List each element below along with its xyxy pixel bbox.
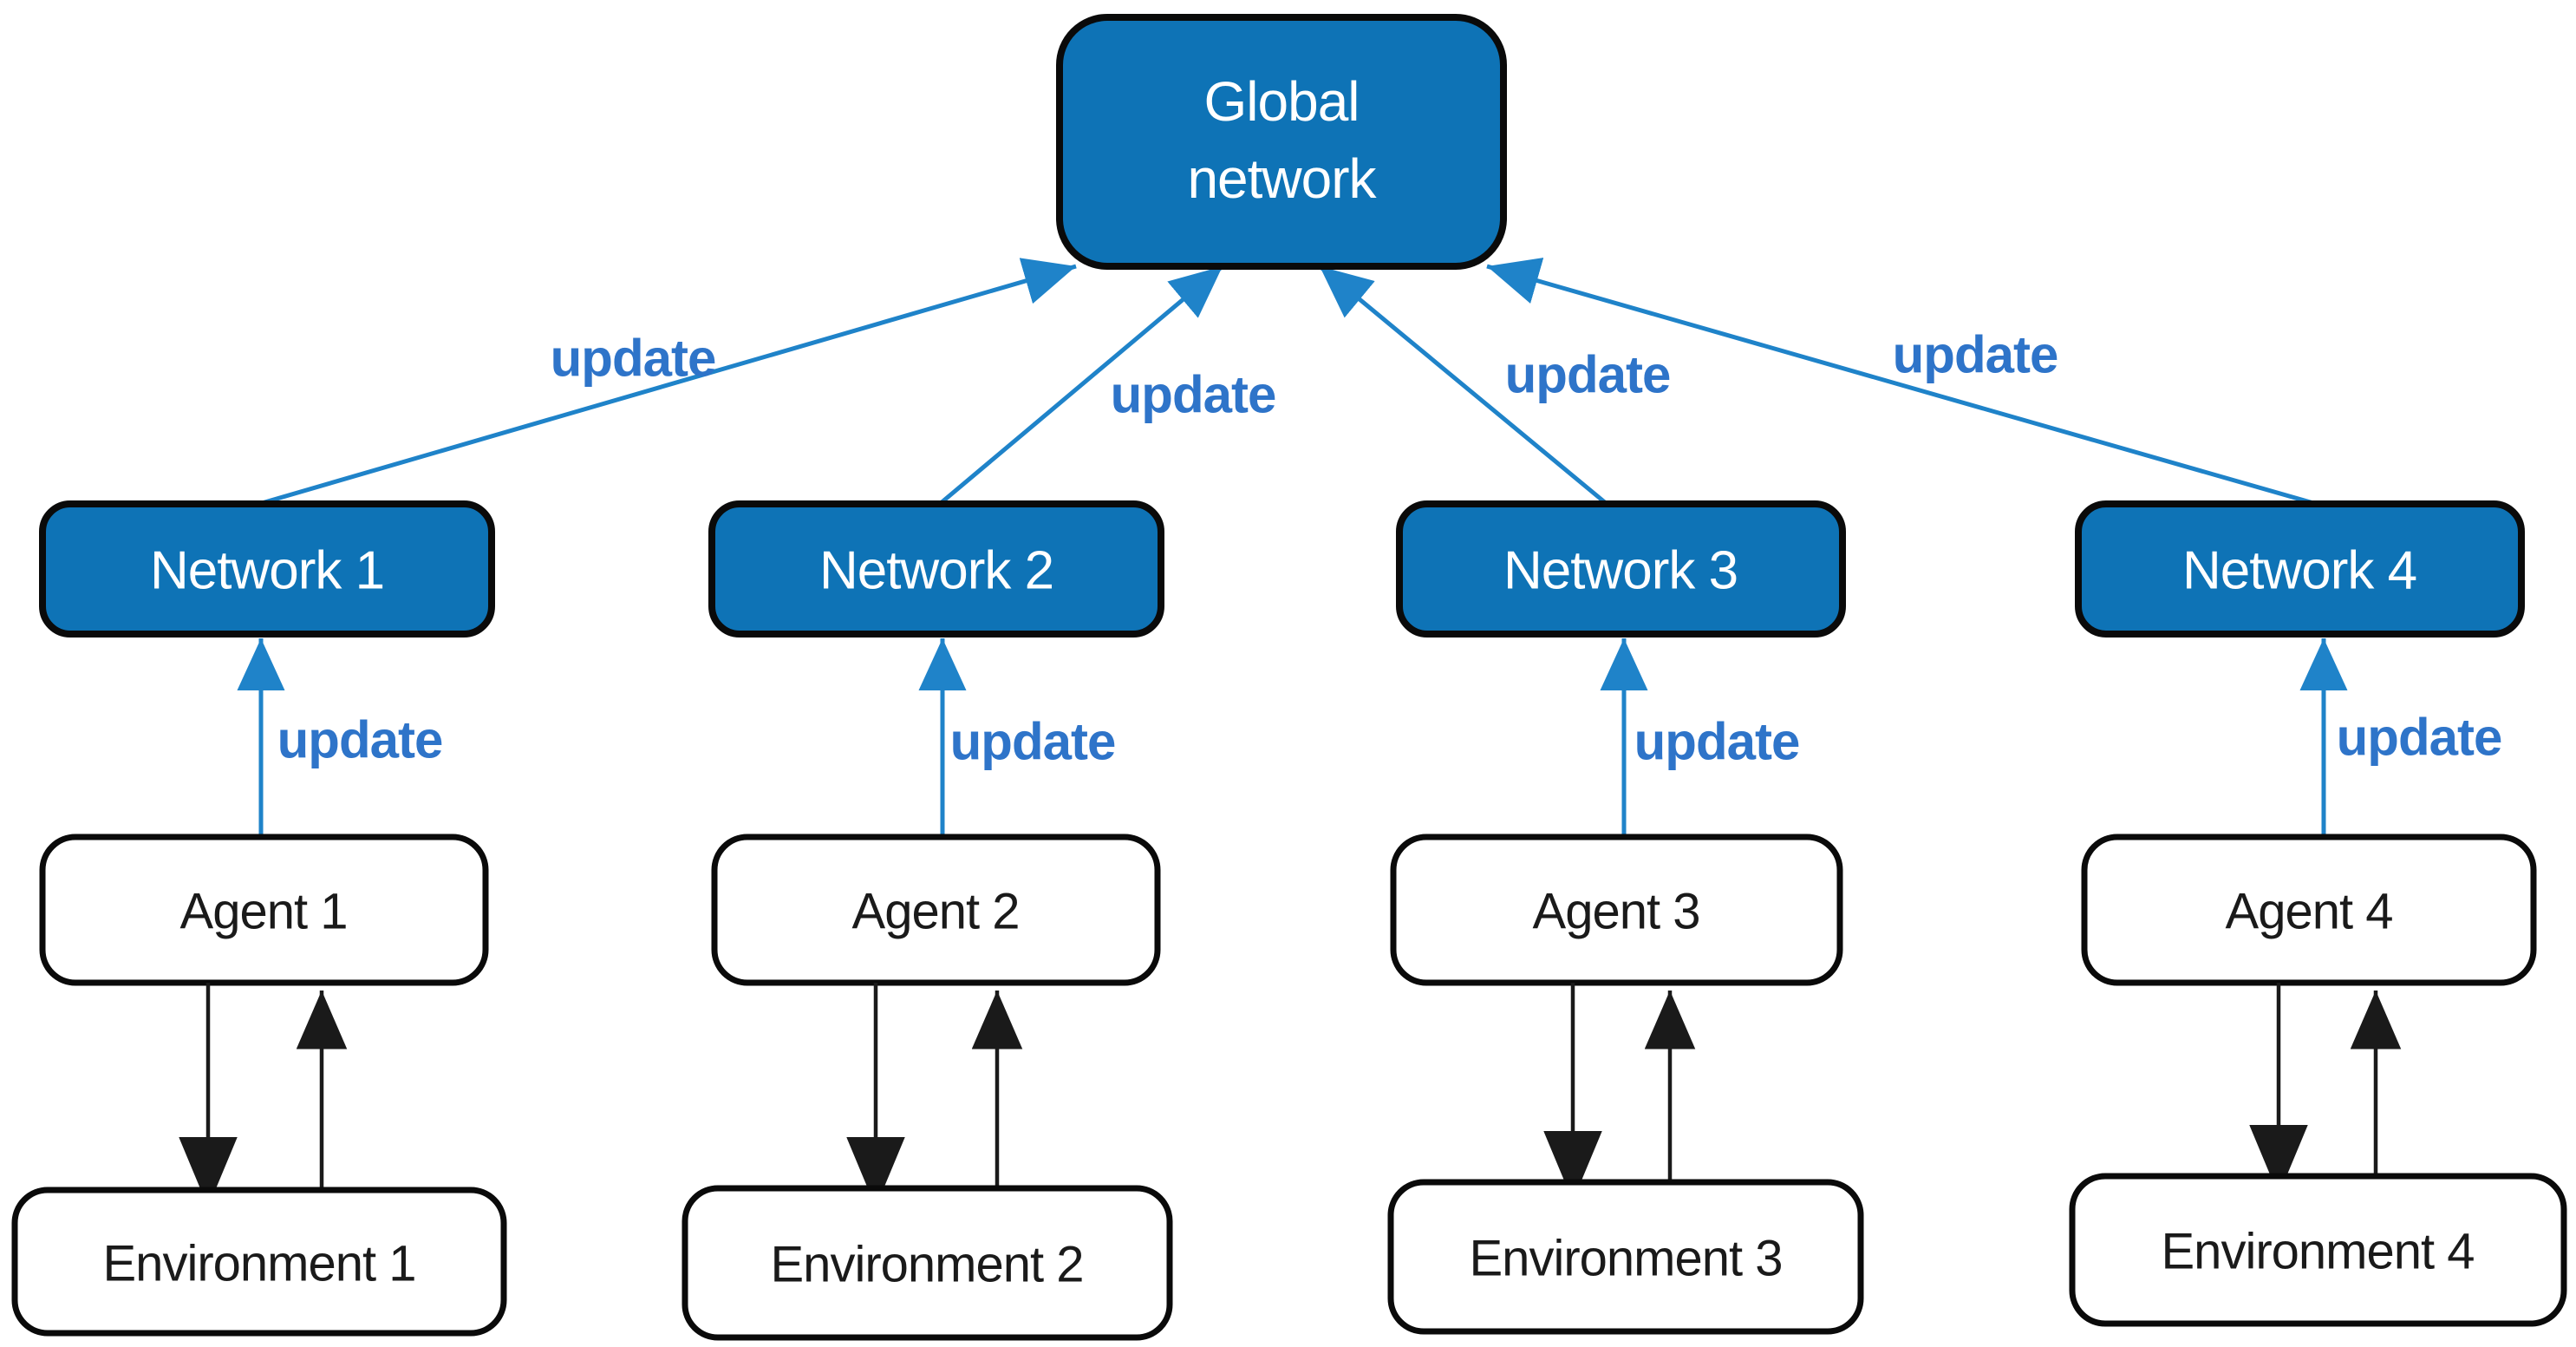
update-label-network-2: update [1111, 366, 1276, 424]
environment-2-box [681, 1185, 1173, 1341]
network-4-box [2075, 500, 2525, 638]
network-2-label: Network 2 [819, 541, 1053, 601]
environment-3-box [1387, 1179, 1864, 1335]
update-label-agent-4: update [2337, 709, 2502, 767]
network-4-label: Network 4 [2182, 541, 2416, 601]
environment-3-label: Environment 3 [1470, 1231, 1783, 1287]
environment-1-box [11, 1187, 507, 1337]
network-1-box [39, 500, 495, 638]
network-3-box [1396, 500, 1846, 638]
environment-2-label: Environment 2 [771, 1237, 1084, 1293]
global-network-label-line2: network [1187, 147, 1377, 210]
column-2: Network 2 update Agent 2 Environment 2 [681, 500, 1173, 1341]
agent-2-label: Agent 2 [852, 884, 1020, 940]
network-3-label: Network 3 [1503, 541, 1738, 601]
network-2-box [708, 500, 1164, 638]
agent-4-box [2081, 834, 2537, 986]
update-label-network-4: update [1893, 326, 2058, 384]
update-arrow-network-3-to-global [1318, 265, 1608, 505]
update-label-agent-3: update [1634, 713, 1800, 771]
agent-1-label: Agent 1 [180, 884, 348, 940]
update-label-network-1: update [551, 330, 716, 388]
agent-3-box [1390, 834, 1843, 986]
global-network-label-line1: Global [1204, 70, 1360, 133]
global-network-node: Global network [1056, 14, 1507, 270]
update-label-agent-2: update [950, 713, 1116, 771]
update-arrow-network-2-to-global [939, 265, 1224, 505]
column-4: Network 4 update Agent 4 Environment 4 [2069, 500, 2567, 1327]
global-network-box [1056, 14, 1507, 270]
update-arrow-network-1-to-global [261, 258, 1077, 506]
environment-1-label: Environment 1 [103, 1236, 416, 1292]
agent-4-label: Agent 4 [2226, 884, 2393, 940]
column-1: Network 1 update Agent 1 Environment 1 [11, 500, 507, 1337]
agent-2-box [711, 834, 1161, 986]
update-label-agent-1: update [277, 711, 443, 769]
column-3: Network 3 update Agent 3 Environment 3 [1387, 500, 1864, 1335]
environment-4-box [2069, 1173, 2567, 1327]
network-1-label: Network 1 [150, 541, 384, 601]
update-arrow-network-4-to-global [1486, 258, 2314, 506]
agent-1-box [39, 834, 489, 986]
environment-4-label: Environment 4 [2162, 1224, 2475, 1280]
update-arrows-to-global: update update update update [261, 258, 2314, 506]
update-label-network-3: update [1505, 346, 1671, 404]
agent-3-label: Agent 3 [1533, 884, 1700, 940]
